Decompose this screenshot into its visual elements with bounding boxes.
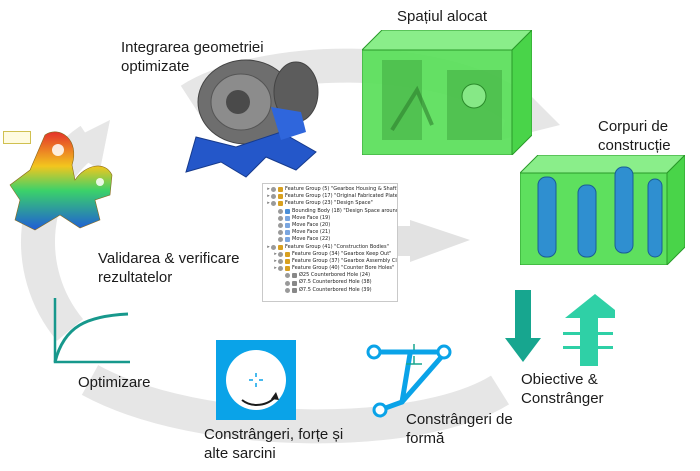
feature-tree-label: Ø25 Counterbored Hole (24): [299, 272, 371, 279]
visibility-eye-icon[interactable]: [271, 187, 276, 193]
feature-tree-row[interactable]: Ø25 Counterbored Hole (24): [263, 272, 397, 279]
feature-tree-label: Move Face (22): [292, 236, 331, 243]
objective-arrows-icon: [505, 290, 615, 366]
feature-tree-row[interactable]: ▸ Feature Group (5) "Gearbox Housing & Sh…: [263, 186, 397, 193]
face-icon: [285, 223, 290, 229]
visibility-eye-icon[interactable]: [278, 223, 283, 229]
expand-toggle-icon[interactable]: ▸: [267, 193, 270, 200]
feature-tree-label: Feature Group (5) "Gearbox Housing & Sha…: [285, 186, 398, 192]
loads-constraints-icon[interactable]: [216, 340, 296, 420]
folder-icon: [278, 187, 283, 193]
expand-toggle-icon[interactable]: ▸: [267, 186, 270, 192]
expand-toggle-icon[interactable]: ▸: [274, 250, 277, 257]
feature-tree-row[interactable]: ▸ Feature Group (23) "Design Space": [263, 200, 397, 207]
feature-tree-label: Feature Group (37) "Gearbox Assembly Cle…: [292, 257, 397, 264]
optimization-curve-icon: [53, 298, 130, 364]
feature-tree-label: Feature Group (23) "Design Space": [285, 200, 373, 207]
feature-tree-row[interactable]: ▸ Feature Group (37) "Gearbox Assembly Cl…: [263, 258, 397, 265]
cycle-ring-lower: [81, 364, 509, 444]
folder-icon: [285, 258, 290, 264]
stress-result-part-image: [9, 131, 113, 231]
visibility-eye-icon[interactable]: [278, 258, 283, 264]
stress-probe-label: [3, 131, 31, 144]
feature-tree-row[interactable]: ▸ Feature Group (40) "Counter Bore Holes": [263, 265, 397, 272]
cycle-arrow-mid-shaft: [395, 226, 425, 256]
feature-tree-row[interactable]: Move Face (19): [263, 215, 397, 222]
feature-tree-row[interactable]: ▸ Feature Group (34) "Gearbox Keep Out": [263, 251, 397, 258]
label-validation: Validarea & verificare rezultatelor: [98, 250, 240, 286]
label-construction-bodies: Corpuri de construcție: [598, 118, 671, 154]
expand-toggle-icon[interactable]: ▸: [267, 200, 270, 207]
label-integration: Integrarea geometriei optimizate: [121, 39, 264, 75]
folder-icon: [285, 266, 290, 272]
face-icon: [285, 230, 290, 236]
construction-bodies-image: [520, 155, 685, 265]
feature-tree-label: Feature Group (40) "Counter Bore Holes": [292, 265, 395, 272]
body-icon: [285, 208, 290, 214]
feature-tree-row[interactable]: Ø7.5 Counterbored Hole (38): [263, 279, 397, 286]
visibility-eye-icon[interactable]: [278, 215, 283, 221]
visibility-eye-icon[interactable]: [271, 194, 276, 200]
feature-tree-row[interactable]: ▸ Feature Group (41) "Construction Bodies…: [263, 244, 397, 251]
expand-toggle-icon[interactable]: ▸: [274, 257, 277, 264]
feature-tree-label: Move Face (20): [292, 221, 331, 228]
feature-tree-label: Move Face (21): [292, 229, 331, 236]
label-objectives: Obiective & Constrânger: [521, 371, 604, 407]
label-allocated-space: Spațiul alocat: [397, 8, 488, 25]
feature-tree-label: Bounding Body (18) "Design Space around …: [292, 207, 398, 214]
feature-tree-label: Ø7.5 Counterbored Hole (39): [299, 286, 372, 293]
visibility-eye-icon[interactable]: [285, 280, 290, 286]
feature-tree-label: Move Face (19): [292, 214, 331, 221]
feature-tree-row[interactable]: Bounding Body (18) "Design Space around …: [263, 208, 397, 215]
folder-icon: [278, 244, 283, 250]
visibility-eye-icon[interactable]: [285, 273, 290, 279]
visibility-eye-icon[interactable]: [278, 237, 283, 243]
label-loads: Constrângeri, forțe și alte sarcini: [204, 426, 344, 462]
expand-toggle-icon[interactable]: ▸: [267, 243, 270, 250]
face-icon: [285, 237, 290, 243]
feature-tree-label: Ø7.5 Counterbored Hole (38): [299, 279, 372, 286]
shape-constraint-icon: [366, 344, 452, 418]
visibility-eye-icon[interactable]: [278, 251, 283, 257]
expand-toggle-icon[interactable]: ▸: [274, 265, 277, 272]
folder-icon: [278, 194, 283, 200]
label-optimization: Optimizare: [78, 374, 151, 391]
cycle-arrowhead-left: [60, 120, 110, 170]
feature-tree-row[interactable]: ▸ Feature Group (17) "Original Fabricated…: [263, 193, 397, 200]
visibility-eye-icon[interactable]: [278, 230, 283, 236]
feature-tree-row[interactable]: Ø7.5 Counterbored Hole (39): [263, 287, 397, 294]
feature-tree-panel: ▸ Feature Group (5) "Gearbox Housing & Sh…: [262, 183, 398, 302]
folder-icon: [285, 251, 290, 257]
visibility-eye-icon[interactable]: [278, 266, 283, 272]
visibility-eye-icon[interactable]: [271, 201, 276, 207]
gearbox-assembly-image: [185, 59, 319, 178]
allocated-space-image: [362, 30, 532, 155]
visibility-eye-icon[interactable]: [271, 244, 276, 250]
face-icon: [285, 215, 290, 221]
hole-icon: [292, 287, 297, 293]
feature-tree-row[interactable]: Move Face (20): [263, 222, 397, 229]
label-shape-constraints: Constrângeri de formă: [406, 411, 513, 447]
visibility-eye-icon[interactable]: [278, 208, 283, 214]
visibility-eye-icon[interactable]: [285, 287, 290, 293]
hole-icon: [292, 273, 297, 279]
feature-tree-label: Feature Group (34) "Gearbox Keep Out": [292, 250, 392, 257]
folder-icon: [278, 201, 283, 207]
feature-tree-row[interactable]: Move Face (22): [263, 236, 397, 243]
feature-tree-row[interactable]: Move Face (21): [263, 229, 397, 236]
feature-tree-label: Feature Group (41) "Construction Bodies": [285, 243, 389, 250]
hole-icon: [292, 280, 297, 286]
feature-tree-label: Feature Group (17) "Original Fabricated …: [285, 193, 398, 200]
